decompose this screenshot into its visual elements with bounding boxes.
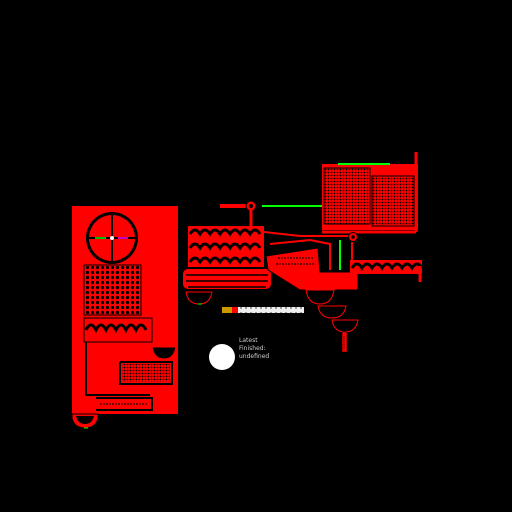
right-serpentine-pipe xyxy=(350,260,424,282)
crosshair-dial-icon[interactable] xyxy=(86,212,138,264)
status-line-latest: Latest xyxy=(239,337,258,344)
right-tanks xyxy=(263,152,418,270)
center-coil-block xyxy=(181,200,324,305)
white-ball-icon[interactable] xyxy=(209,344,235,370)
left-serpentine-pipe xyxy=(84,323,148,334)
left-heat-exchanger xyxy=(83,264,142,316)
conveyor-belt xyxy=(222,307,304,313)
status-line-value: undefined xyxy=(239,353,270,360)
status-panel: Latest Finished: undefined xyxy=(239,337,269,361)
mid-right-hopper xyxy=(265,247,359,353)
status-line-finished: Finished: xyxy=(239,345,266,352)
left-tower xyxy=(71,206,178,429)
